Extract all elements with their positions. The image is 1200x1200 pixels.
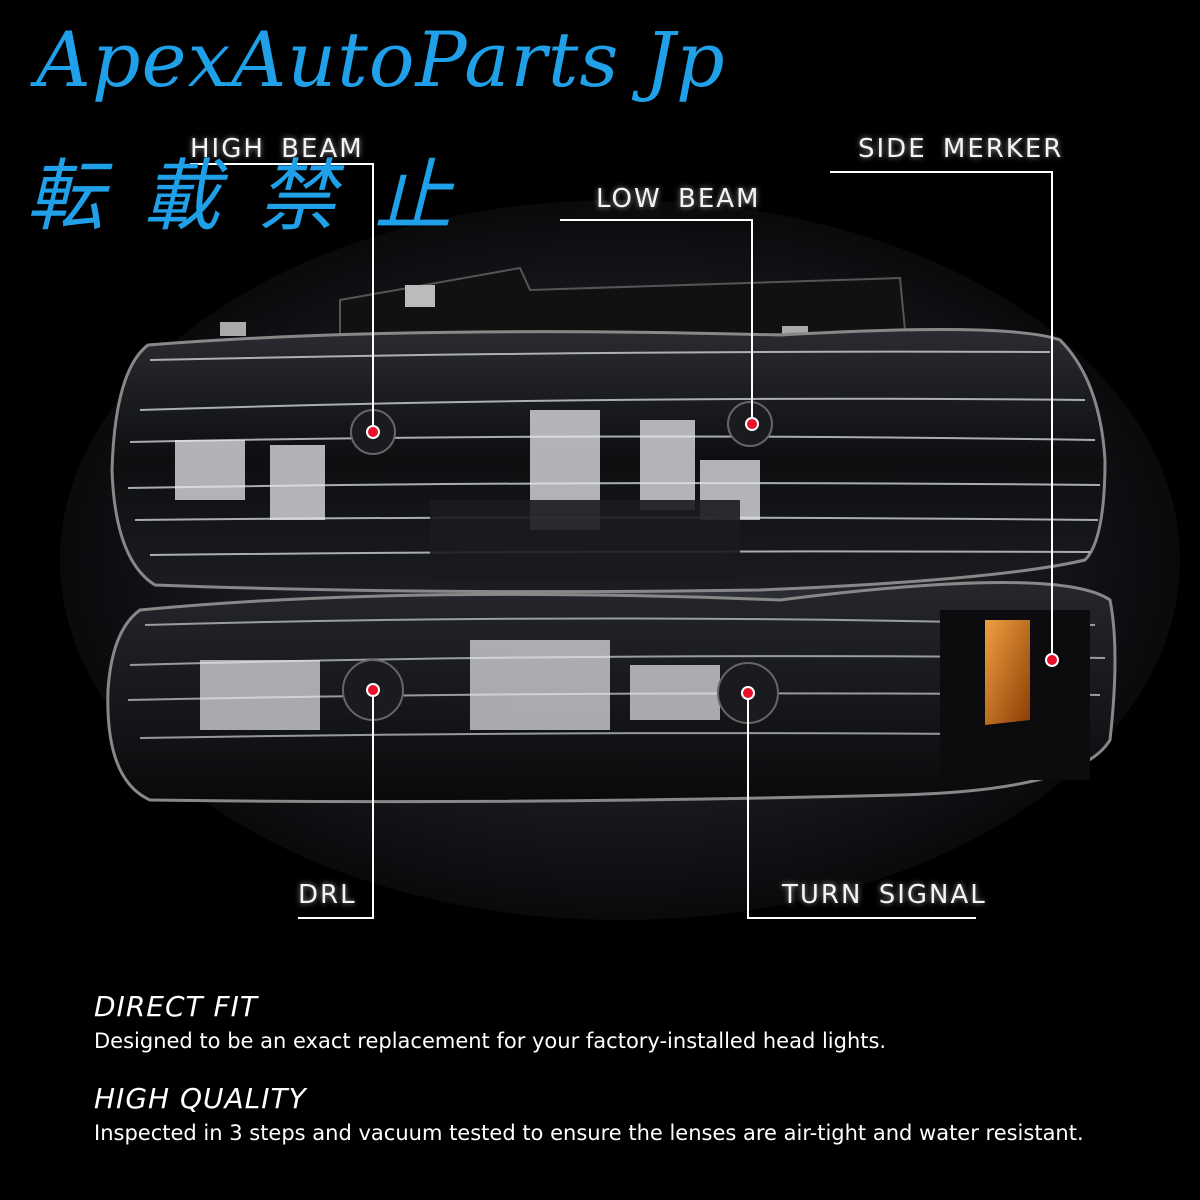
mount-bolt <box>405 285 435 307</box>
callout-drl: DRL <box>298 880 357 910</box>
callout-low-beam: LOW BEAM <box>596 184 761 214</box>
amber-side-marker <box>985 620 1030 725</box>
leader-turn-signal <box>747 693 976 919</box>
leader-high-beam <box>190 163 374 432</box>
feature-title: HIGH QUALITY <box>94 1082 307 1115</box>
chrome-bezel <box>430 500 740 580</box>
feature-direct-fit: DIRECT FIT Designed to be an exact repla… <box>94 990 1174 1055</box>
lower-reflector-highlights <box>200 640 720 730</box>
feature-high-quality: HIGH QUALITY Inspected in 3 steps and va… <box>94 1082 1174 1147</box>
callout-side-marker: SIDE MERKER <box>858 134 1064 164</box>
headlight-lens <box>110 328 1107 594</box>
dot-drl <box>366 683 380 697</box>
callout-high-beam: HIGH BEAM <box>190 134 364 164</box>
dot-high-beam <box>366 425 380 439</box>
feature-text: Inspected in 3 steps and vacuum tested t… <box>94 1120 1084 1145</box>
leader-side-marker <box>830 171 1053 660</box>
mount-tab-left <box>220 322 246 336</box>
leader-low-beam <box>560 219 753 424</box>
leader-drl <box>298 690 374 919</box>
marker-dots <box>366 417 1059 700</box>
dot-low-beam <box>745 417 759 431</box>
brand-title: ApexAutoParts Jp <box>36 15 726 104</box>
feature-title: DIRECT FIT <box>94 990 258 1023</box>
feature-text: Designed to be an exact replacement for … <box>94 1028 887 1053</box>
no-reprint-notice: 転載禁止 <box>26 152 491 242</box>
leader-lines <box>190 163 1053 919</box>
dot-side-marker <box>1045 653 1059 667</box>
dot-turn-signal <box>741 686 755 700</box>
callout-turn-signal: TURN SIGNAL <box>782 880 987 910</box>
